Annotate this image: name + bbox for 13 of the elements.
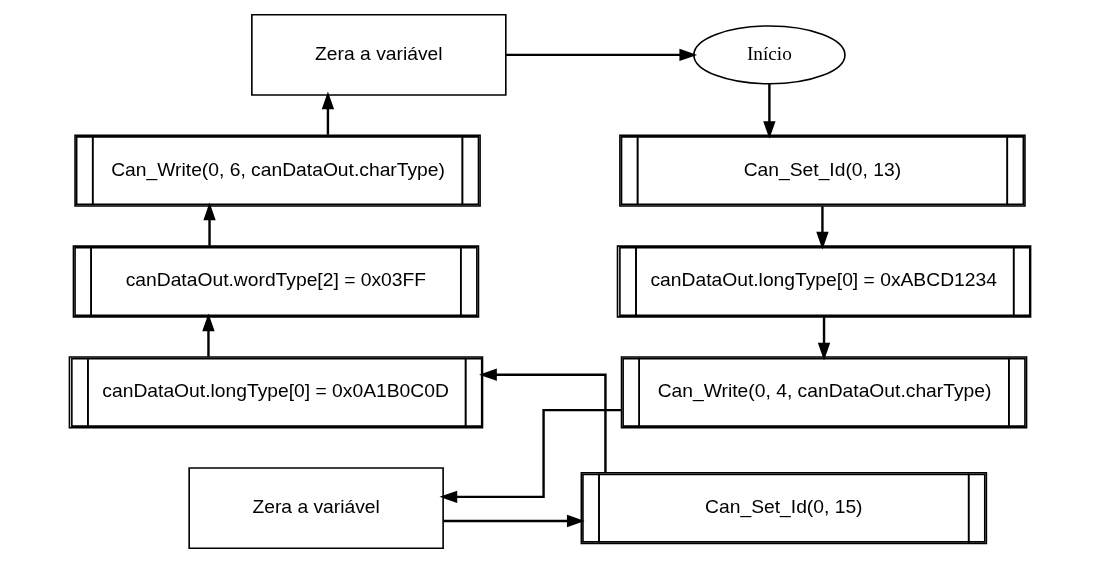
arrow [478, 368, 607, 473]
arrow [201, 313, 215, 357]
node-ellipse: Início [692, 25, 846, 85]
node-box: Zera a variável [250, 13, 507, 96]
node-box: Zera a variável [187, 467, 444, 550]
arrow [762, 84, 776, 139]
arrow [815, 206, 829, 250]
arrow [321, 91, 334, 135]
arrow [505, 48, 697, 62]
arrow [817, 317, 830, 361]
arrow [439, 408, 621, 504]
arrow [442, 514, 585, 528]
arrow [202, 202, 216, 246]
